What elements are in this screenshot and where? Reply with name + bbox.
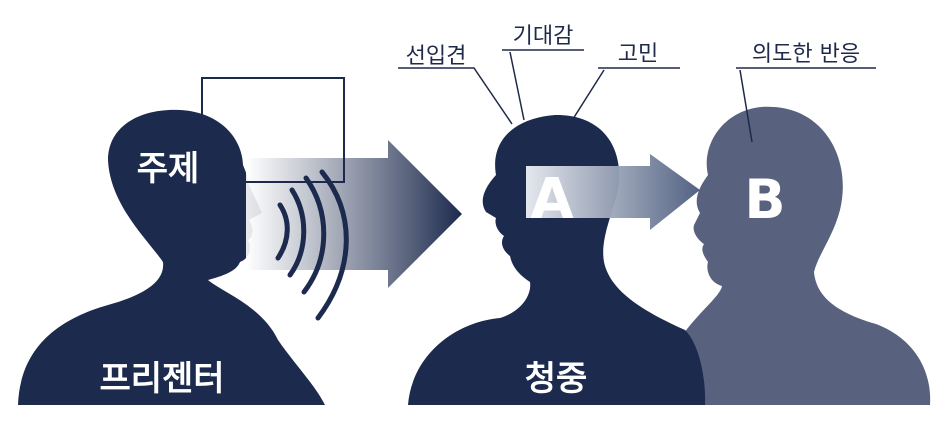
presenter-body-text: 프리젠터 xyxy=(99,359,224,399)
sound-wave-icon xyxy=(275,169,349,321)
concern-label: 고민 xyxy=(618,42,658,67)
audience-silhouette xyxy=(408,114,706,405)
presenter-head-text: 주제 xyxy=(137,149,200,189)
intended-response-label: 의도한 반응 xyxy=(752,42,860,67)
audience-body-text: 청중 xyxy=(525,359,588,399)
response-silhouette xyxy=(660,106,931,406)
topic-box xyxy=(201,77,345,183)
intended-response-leader-stem xyxy=(739,69,753,143)
annotation-lines xyxy=(398,49,876,143)
prejudice-leader xyxy=(398,67,513,125)
expectation-label: 기대감 xyxy=(513,24,574,49)
arrow-audience-to-response xyxy=(526,154,700,230)
expectation-leader-stem xyxy=(509,51,525,121)
response-head-text: B xyxy=(744,168,785,231)
audience-head-text: A xyxy=(530,167,574,232)
prejudice-label: 선입견 xyxy=(406,44,467,69)
concern-leader-stem xyxy=(565,69,605,131)
arrow-presenter-to-audience xyxy=(246,140,462,288)
